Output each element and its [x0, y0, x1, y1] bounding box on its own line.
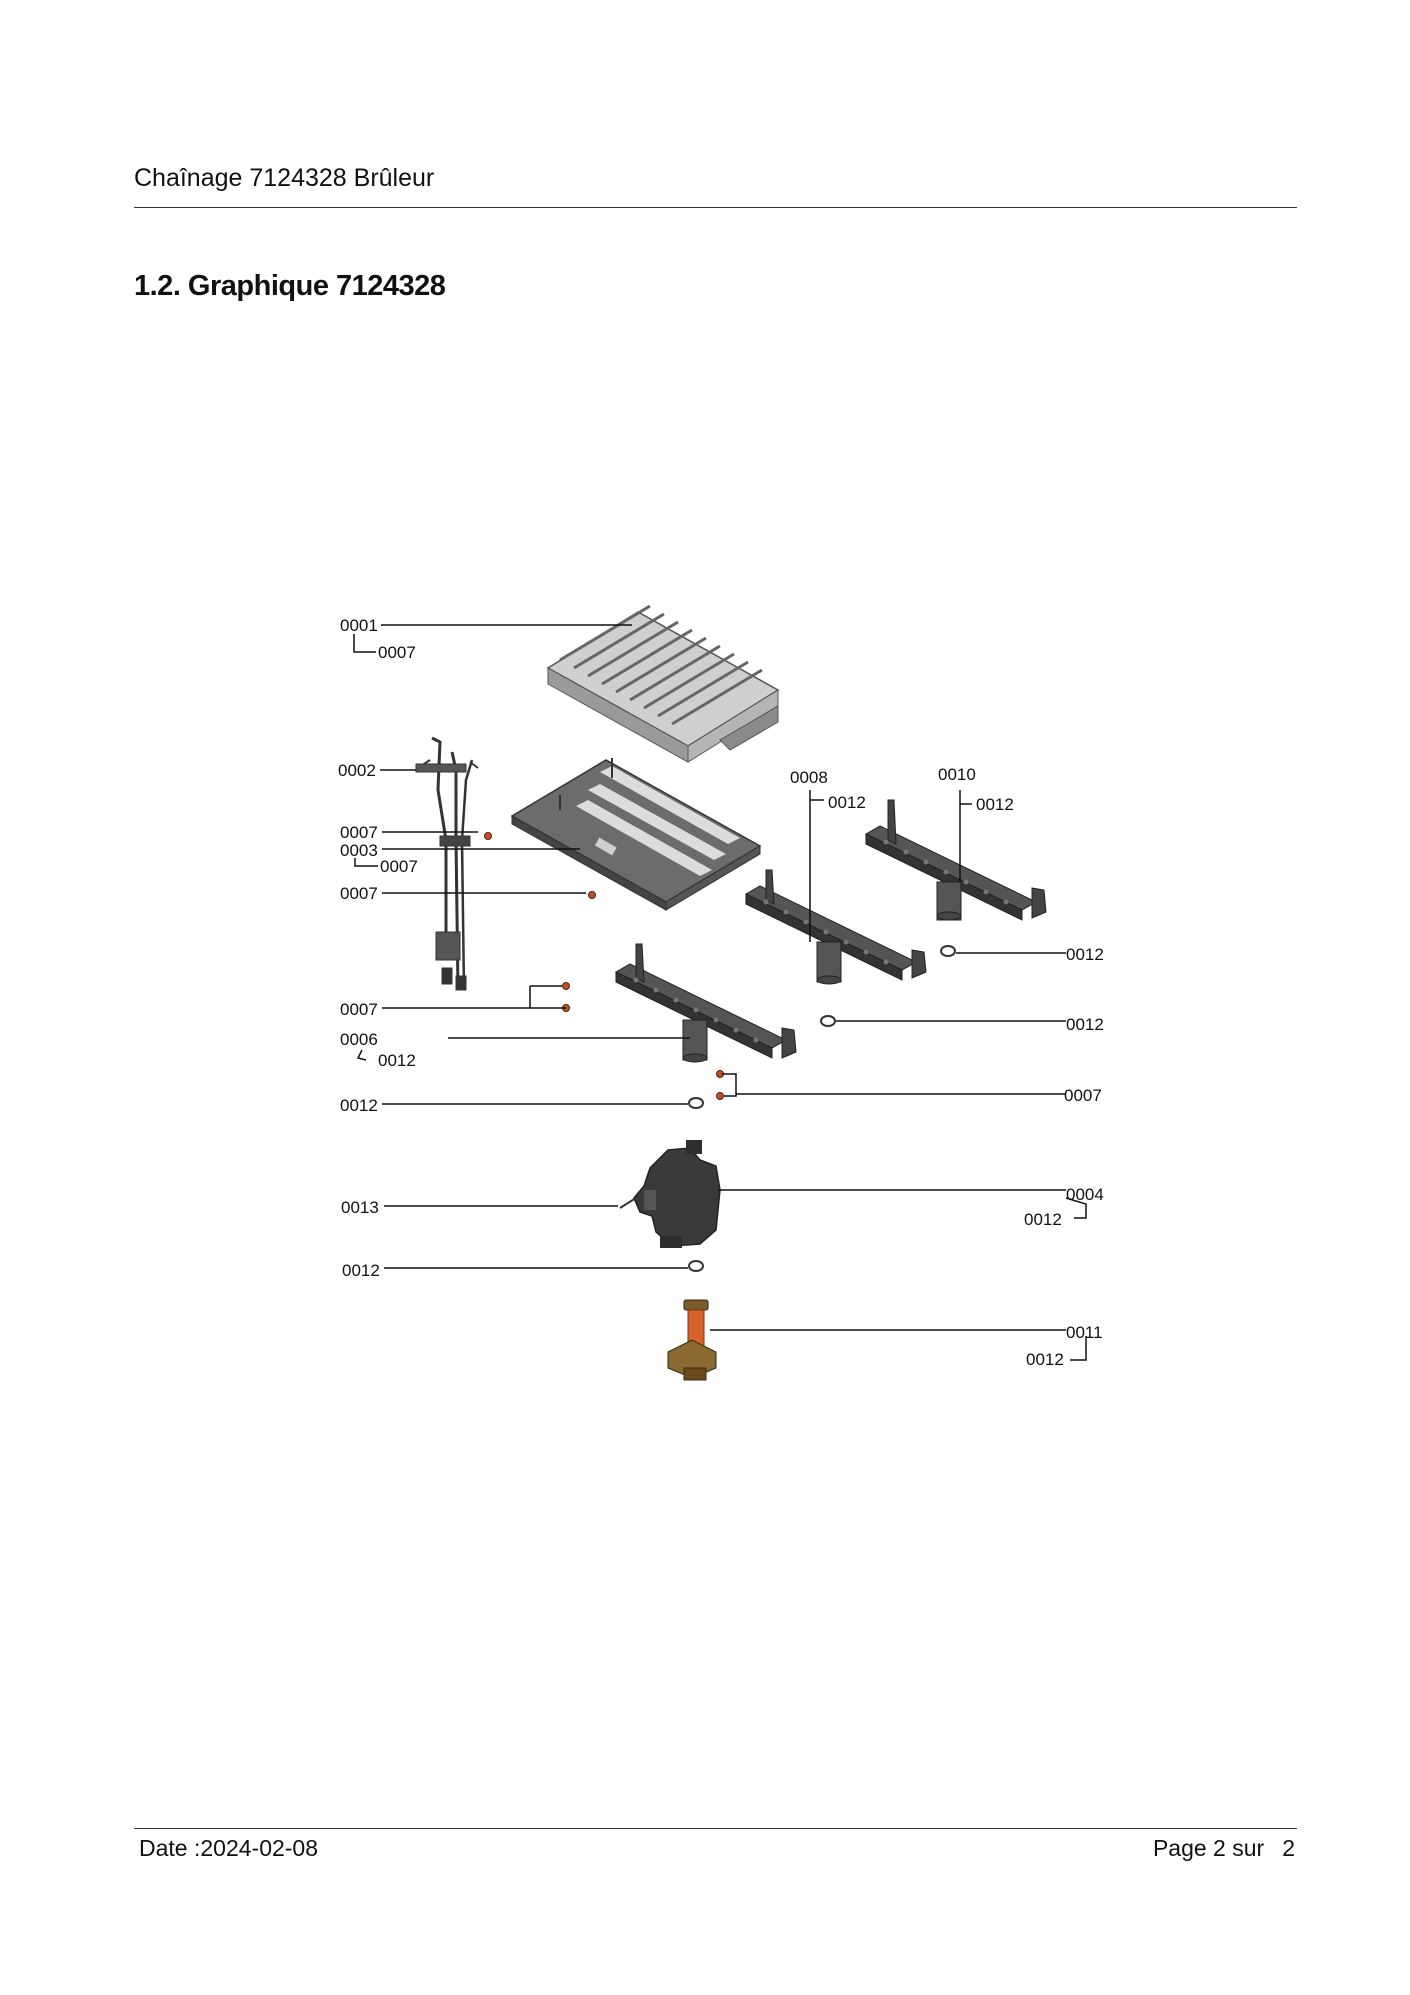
- callout-0012: 0012: [828, 793, 866, 812]
- callout-0010: 0010: [938, 765, 976, 784]
- callout-0007: 0007: [378, 643, 416, 662]
- callout-0008: 0008: [790, 768, 828, 787]
- callout-0012: 0012: [342, 1261, 380, 1280]
- callout-0012: 0012: [976, 795, 1014, 814]
- callout-0011: 0011: [1066, 1323, 1103, 1342]
- callout-0012: 0012: [340, 1096, 378, 1115]
- burner-ramp-0006: [614, 943, 797, 1063]
- callout-0007: 0007: [1064, 1086, 1102, 1105]
- callout-0012: 0012: [1026, 1350, 1064, 1369]
- callout-0001: 0001: [340, 616, 378, 635]
- gas-valve-part: [619, 1140, 721, 1248]
- burner-grid-part: [546, 604, 780, 763]
- header-divider: [134, 207, 1297, 208]
- callout-0006: 0006: [340, 1030, 378, 1049]
- callout-0013: 0013: [341, 1198, 379, 1217]
- callout-0012: 0012: [1066, 945, 1104, 964]
- leader-lines: [353, 624, 1087, 1361]
- burner-ramp-0010: [864, 799, 1047, 921]
- document-title: Chaînage 7124328 Brûleur: [134, 164, 435, 192]
- gas-fitting-part: [667, 1299, 717, 1381]
- page-number: Page 2 sur 2: [1153, 1835, 1295, 1862]
- section-heading: 1.2. Graphique 7124328: [134, 270, 446, 302]
- callout-0012: 0012: [1024, 1210, 1062, 1229]
- footer-date: Date :2024-02-08: [139, 1835, 319, 1861]
- callout-0007: 0007: [340, 823, 378, 842]
- footer-divider: [134, 1828, 1297, 1829]
- base-plate-part: [510, 758, 762, 911]
- callout-0012: 0012: [1066, 1015, 1104, 1034]
- burner-ramp-0008: [744, 869, 927, 985]
- callout-0007: 0007: [380, 857, 418, 876]
- page-label: Page 2 sur: [1152, 1835, 1265, 1861]
- callout-0007: 0007: [340, 1000, 378, 1019]
- gaskets: [688, 945, 956, 1272]
- callout-0012: 0012: [378, 1051, 416, 1070]
- callout-0007: 0007: [340, 884, 378, 903]
- callout-0003: 0003: [340, 841, 378, 860]
- electrode-assembly-part: [415, 736, 479, 991]
- callout-labels: 0001 0007 0002 0007 0003 0007 0007 0008 …: [338, 616, 1104, 1369]
- callout-0002: 0002: [338, 761, 376, 780]
- callout-0004: 0004: [1066, 1185, 1104, 1204]
- page-total: 2: [1282, 1835, 1295, 1861]
